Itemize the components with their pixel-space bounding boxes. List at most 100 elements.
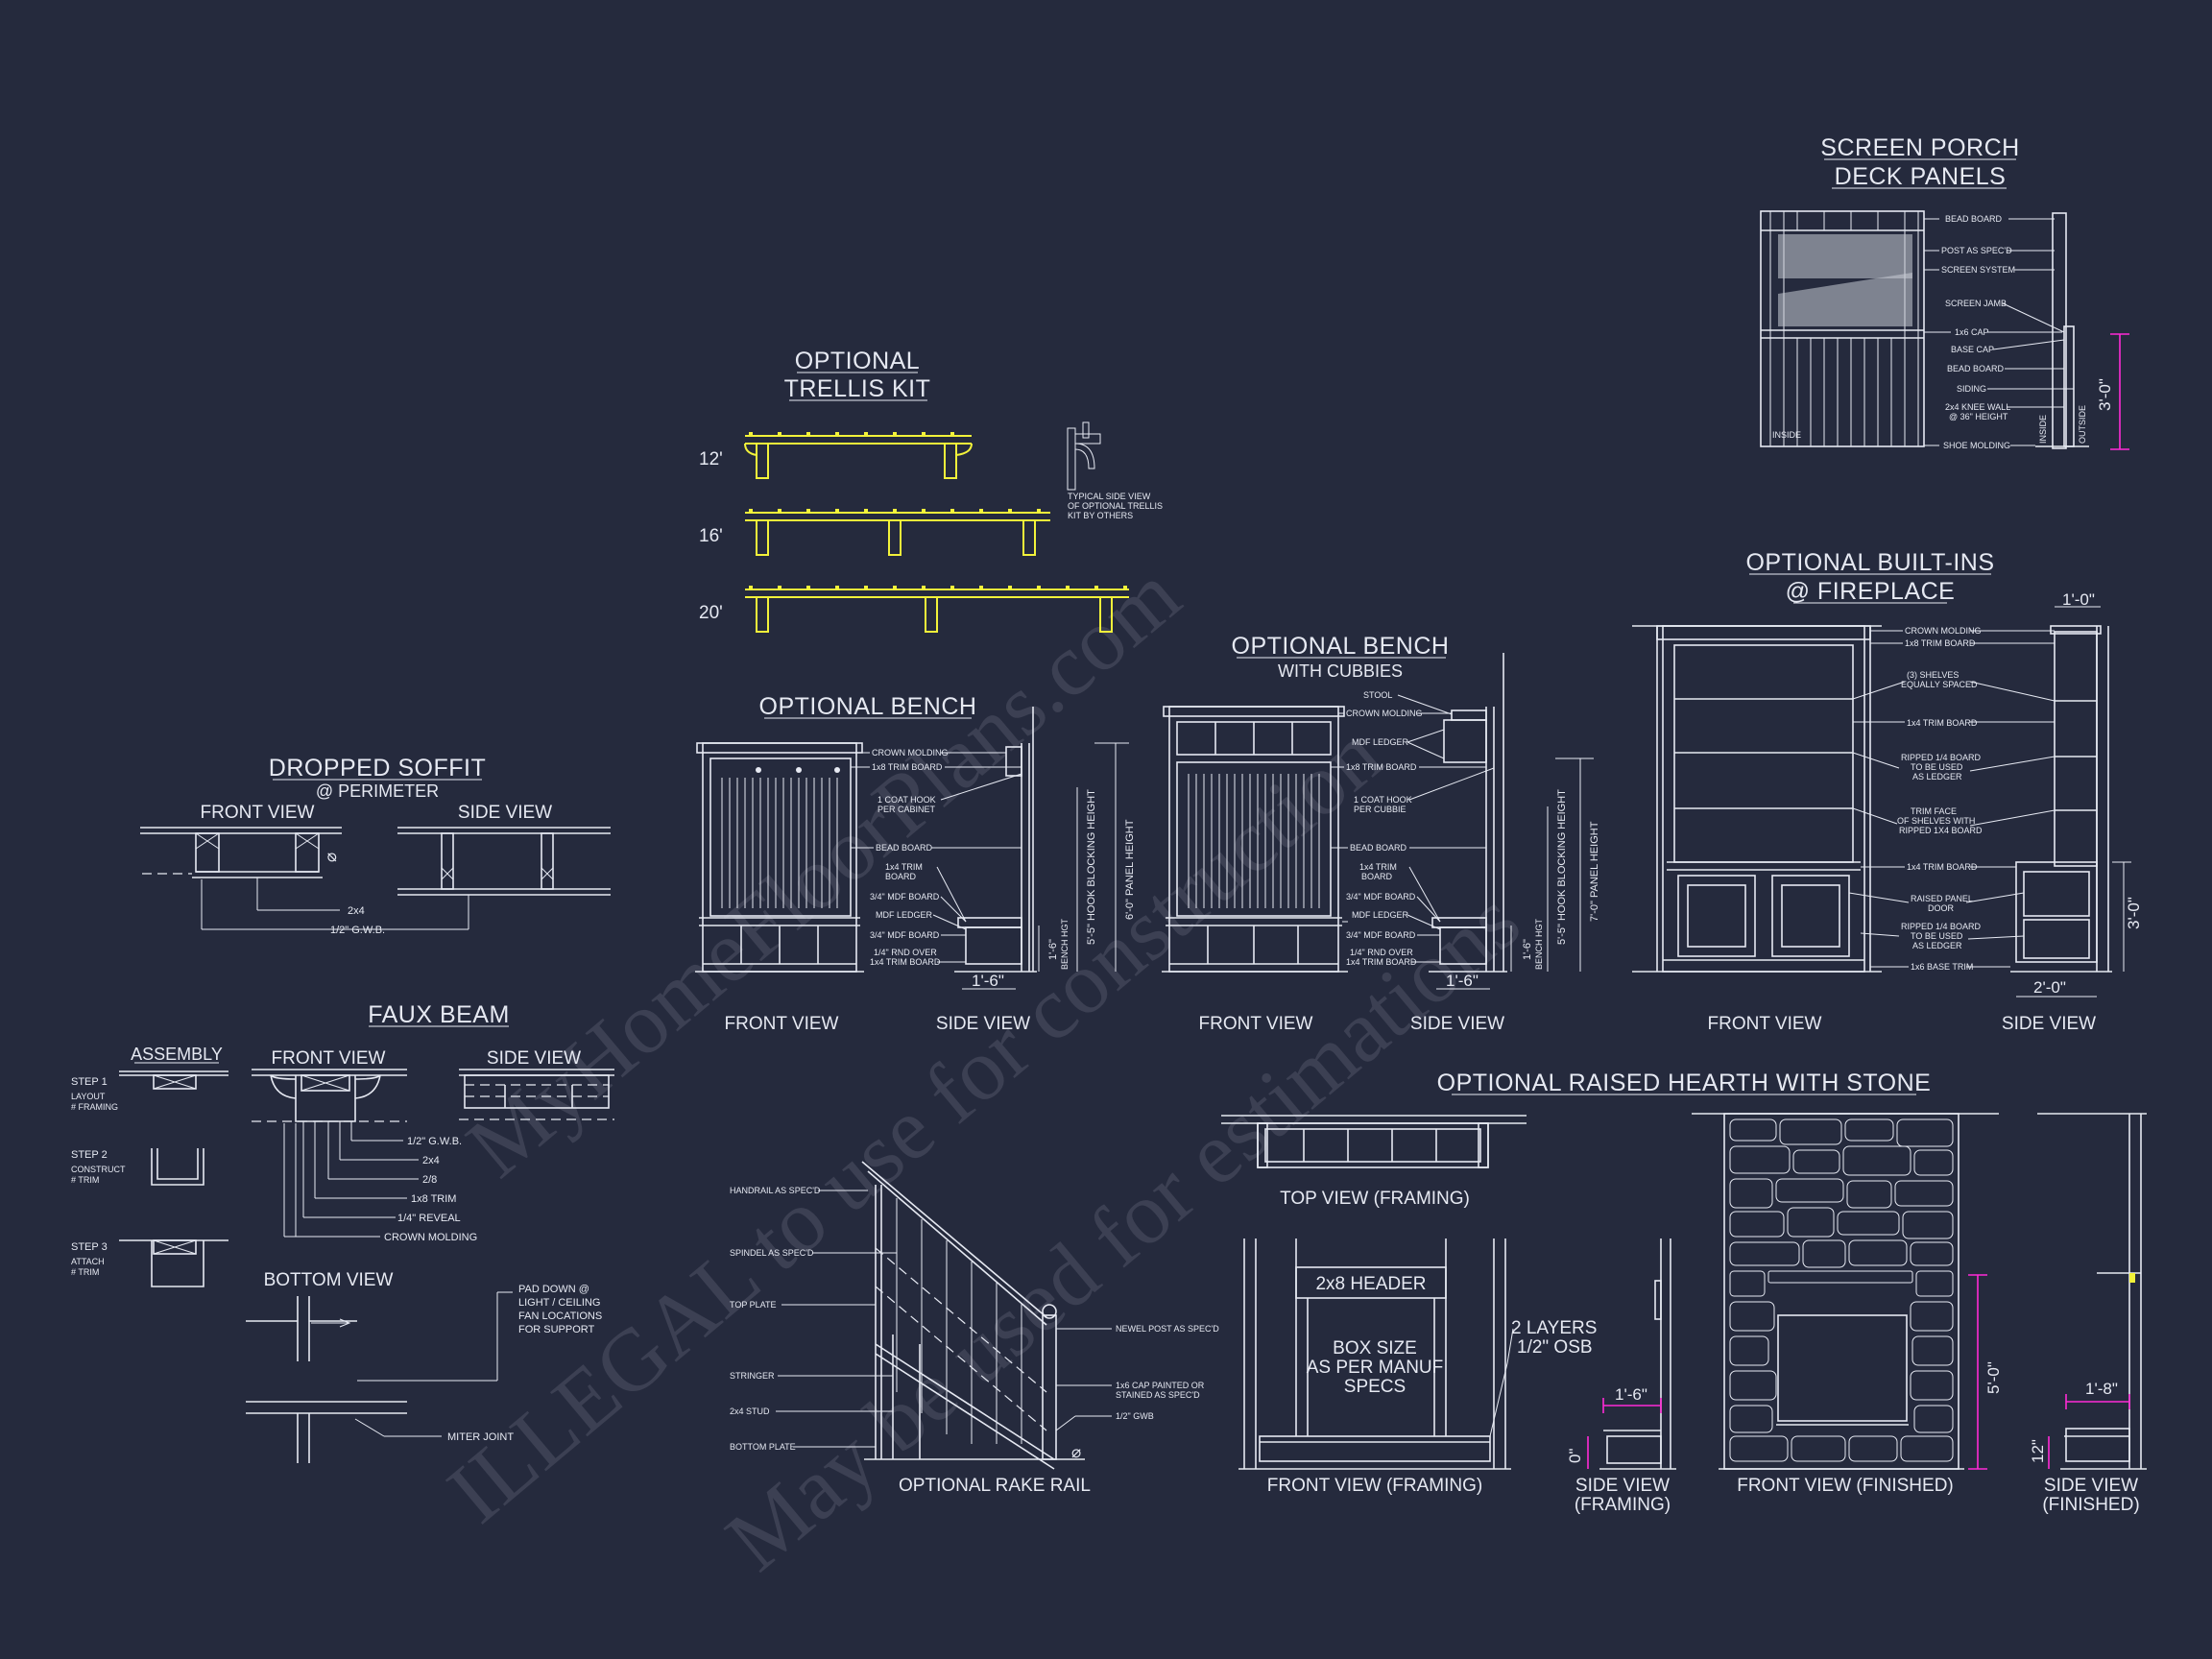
bench-front-label: FRONT VIEW — [725, 1014, 839, 1034]
faux-beam-detail: FAUX BEAM ASSEMBLY FRONT VIEW SIDE VIEW … — [71, 1001, 614, 1463]
screen-porch-detail: SCREEN PORCH DECK PANELS — [1760, 134, 2129, 450]
hearth-title: OPTIONAL RAISED HEARTH WITH STONE — [1437, 1070, 1932, 1096]
hearth-side-depth-dim: 1'-6" — [1615, 1385, 1647, 1404]
callout-1x6-cap: 1x6 CAP — [1955, 327, 1989, 337]
bi-ripped-1x4: RIPPED 1X4 BOARD — [1899, 826, 1983, 835]
soffit-sub: @ PERIMETER — [316, 781, 439, 801]
screen-porch-title-2: DECK PANELS — [1835, 163, 2007, 190]
rr-2x4-stud: 2x4 STUD — [730, 1407, 770, 1416]
hearth-side-finished-dim: 1'-8" — [2085, 1380, 2118, 1398]
step-1-line-3: # FRAMING — [71, 1102, 118, 1112]
bench-cubbies-hook-dim: 5'-5" HOOK BLOCKING HEIGHT — [1556, 789, 1568, 945]
trellis-size-20: 20' — [699, 603, 723, 623]
hearth-layers-line-2: 1/2" OSB — [1517, 1337, 1593, 1358]
hearth-side-finished-label-1: SIDE VIEW — [2044, 1476, 2138, 1496]
bench-beadboard — [721, 778, 838, 908]
callout-post: POST AS SPEC'D — [1941, 246, 2012, 255]
rake-rail-detail: ⌀ HANDRAIL AS SPEC'D SPINDEL AS SPEC'D T… — [730, 1161, 1219, 1496]
step-2-line-3: # TRIM — [71, 1175, 99, 1185]
hearth-stone-height-dim: 5'-0" — [1984, 1361, 2003, 1394]
dropped-soffit-detail: DROPPED SOFFIT @ PERIMETER FRONT VIEW SI… — [140, 755, 611, 936]
screen-porch-dim: 3'-0" — [2096, 378, 2114, 411]
rr-spindel: SPINDEL AS SPEC'D — [730, 1248, 814, 1258]
step-1: STEP 1 — [71, 1076, 108, 1088]
rr-cap-line-2: STAINED AS SPEC'D — [1116, 1390, 1200, 1400]
bi-as-ledger: AS LEDGER — [1912, 772, 1962, 781]
bi-trim-face: TRIM FACE — [1911, 806, 1957, 816]
trellis-side-view — [1067, 421, 1101, 491]
hearth-side-framing-label-1: SIDE VIEW — [1575, 1476, 1670, 1496]
bc-mdf-ledger-2: MDF LEDGER — [1352, 910, 1409, 920]
rr-handrail: HANDRAIL AS SPEC'D — [730, 1186, 821, 1195]
trellis-note-1: TYPICAL SIDE VIEW — [1068, 492, 1151, 501]
step-1-line-2: LAYOUT — [71, 1092, 106, 1101]
bi-shelves: (3) SHELVES — [1907, 670, 1959, 680]
bc-crown-molding: CROWN MOLDING — [1346, 709, 1423, 718]
rake-rail-callouts: HANDRAIL AS SPEC'D SPINDEL AS SPEC'D TOP… — [730, 1186, 1219, 1452]
watermark: MyHomeFloorPlans.com ILLEGAL to use for … — [429, 545, 1537, 1590]
b-crown-molding: CROWN MOLDING — [872, 748, 949, 757]
bi-crown-molding: CROWN MOLDING — [1905, 626, 1982, 636]
hearth-box-line-2: AS PER MANUF — [1307, 1358, 1444, 1378]
hearth-header-label: 2x8 HEADER — [1315, 1274, 1426, 1294]
screen-porch-callouts: BEAD BOARD POST AS SPEC'D SCREEN SYSTEM … — [1924, 214, 2074, 450]
bench-cubbies-title-2: WITH CUBBIES — [1278, 661, 1403, 681]
callout-screen-jamb: SCREEN JAMB — [1945, 299, 2007, 308]
hearth-side-framing-label-2: (FRAMING) — [1575, 1495, 1671, 1515]
bi-1x4-trim: 1x4 TRIM BOARD — [1907, 718, 1978, 728]
screen-porch-outside-label: OUTSIDE — [2078, 405, 2087, 444]
trellis-title-1: OPTIONAL — [795, 348, 920, 374]
fb-miter-joint: MITER JOINT — [447, 1431, 514, 1443]
hearth-layers-line-1: 2 LAYERS — [1511, 1318, 1597, 1338]
soffit-label-gwb: 1/2" G.W.B. — [330, 925, 385, 936]
bench-cubbies-panel-dim: 7'-0" PANEL HEIGHT — [1589, 821, 1600, 922]
bc-1x8-trim: 1x8 TRIM BOARD — [1346, 762, 1417, 772]
step-3-line-3: # TRIM — [71, 1267, 99, 1277]
bc-rnd-over: 1/4" RND OVER — [1350, 948, 1413, 957]
callout-bead-board: BEAD BOARD — [1945, 214, 2003, 224]
hearth-front-finished-label: FRONT VIEW (FINISHED) — [1737, 1476, 1954, 1496]
bench-cubbies-callouts: STOOL CROWN MOLDING MDF LEDGER 1x8 TRIM … — [1331, 690, 1495, 967]
rr-gwb: 1/2" GWB — [1116, 1411, 1154, 1421]
bc-per-cubbie: PER CUBBIE — [1354, 805, 1407, 814]
callout-knee-wall: 2x4 KNEE WALL — [1945, 402, 2010, 412]
faux-beam-steps: STEP 1 LAYOUT # FRAMING STEP 2 CONSTRUCT… — [71, 1070, 228, 1287]
hearth-side-finished-label-2: (FINISHED) — [2042, 1495, 2139, 1515]
bench-depth-dim: 1'-6" — [972, 972, 1004, 990]
bi-base-trim: 1x6 BASE TRIM — [1911, 962, 1973, 972]
soffit-side-label: SIDE VIEW — [458, 803, 552, 823]
step-2: STEP 2 — [71, 1149, 108, 1161]
bench-side-label: SIDE VIEW — [936, 1014, 1030, 1034]
bc-mdf-board: 3/4" MDF BOARD — [1346, 892, 1416, 902]
builtins-dim-top: 1'-0" — [2062, 590, 2095, 609]
b-1x8-trim: 1x8 TRIM BOARD — [872, 762, 943, 772]
bc-mdf-board-2: 3/4" MDF BOARD — [1346, 930, 1416, 940]
hearth-box-line-3: SPECS — [1344, 1377, 1406, 1397]
screen-porch-inside-section-label: INSIDE — [2038, 415, 2048, 444]
hearth-top-view-label: TOP VIEW (FRAMING) — [1280, 1189, 1470, 1209]
hearth-box-line-1: BOX SIZE — [1333, 1338, 1417, 1358]
bench-cubbies-bench-dim: 1'-6" — [1522, 939, 1533, 960]
callout-knee-wall-height: @ 36" HEIGHT — [1949, 412, 2008, 421]
b-mdf-board-2: 3/4" MDF BOARD — [870, 930, 940, 940]
b-mdf-board: 3/4" MDF BOARD — [870, 892, 940, 902]
bench-detail: OPTIONAL BENCH CROWN MOLDING 1x8 TRIM BO… — [695, 693, 1136, 1034]
faux-beam-front-label: FRONT VIEW — [272, 1048, 386, 1069]
b-bead-board: BEAD BOARD — [876, 843, 933, 853]
rr-stringer: STRINGER — [730, 1371, 775, 1381]
bc-1x4-trim-2: 1x4 TRIM BOARD — [1346, 957, 1417, 967]
bi-ripped-board: RIPPED 1/4 BOARD — [1901, 753, 1982, 762]
bi-of-shelves: OF SHELVES WITH — [1897, 816, 1975, 826]
soffit-dim-icon: ⌀ — [322, 853, 340, 862]
b-per-cabinet: PER CABINET — [878, 805, 936, 814]
screen-porch-title-1: SCREEN PORCH — [1820, 134, 2019, 161]
bc-board: BOARD — [1361, 872, 1393, 881]
callout-siding: SIDING — [1957, 384, 1986, 394]
hearth-side-height-dim: 0" — [1566, 1449, 1584, 1464]
rake-rail-title: OPTIONAL RAKE RAIL — [899, 1476, 1091, 1496]
fb-label-2x4: 2x4 — [422, 1155, 440, 1166]
bc-coat-hook: 1 COAT HOOK — [1354, 795, 1412, 805]
builtins-detail: OPTIONAL BUILT-INS @ FIREPLACE — [1632, 549, 2143, 1034]
